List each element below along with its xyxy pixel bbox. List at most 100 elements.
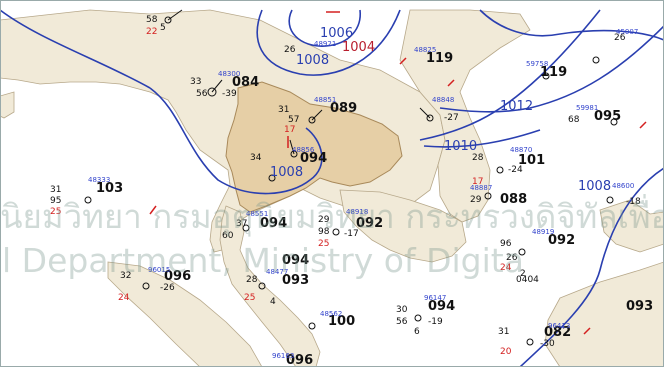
obs-value: 0404 [516, 275, 539, 285]
station-id: 48333 [88, 176, 110, 184]
pressure-value: 092 [548, 233, 575, 248]
red-mark [399, 57, 407, 65]
station-circle [164, 16, 172, 24]
obs-value: 4 [270, 297, 276, 307]
obs-value: 98 [318, 227, 330, 237]
station-id: 96147 [424, 294, 446, 302]
isobar-line [423, 129, 541, 148]
obs-value: 56 [196, 89, 208, 99]
station-id: 48562 [320, 310, 342, 318]
obs-value: 26 [284, 45, 296, 55]
obs-value: 31 [50, 185, 61, 195]
isobar-labels: 1006 1004 1008 1010 1012 1008 1008 [270, 26, 611, 194]
pressure-value: 100 [328, 314, 355, 329]
obs-value: 25 [244, 293, 255, 303]
pressure-value: 119 [540, 65, 567, 80]
obs-value: 25 [318, 239, 329, 249]
station-id: 45007 [616, 28, 638, 36]
obs-value: 96 [500, 239, 512, 249]
station-id: 48918 [346, 208, 368, 216]
station-id: 96163 [272, 352, 294, 360]
land-borneo [544, 261, 664, 367]
obs-value: 30 [396, 305, 408, 315]
station-id: 48856 [292, 146, 315, 154]
pressure-value: 119 [426, 51, 453, 66]
obs-value: 37 [236, 219, 247, 229]
station-circle [518, 248, 526, 256]
land-cambodia [339, 189, 467, 263]
isobar-label: 1008 [578, 179, 611, 194]
station-id: 59981 [576, 104, 598, 112]
obs-value: -24 [508, 165, 523, 175]
isobar-label: 1010 [444, 139, 477, 154]
station-circle [308, 322, 316, 330]
pressure-value: 084 [232, 75, 259, 90]
pressure-value: 092 [356, 216, 383, 231]
pressure-labels: 119 119 103 101 095 092 094 094 100 096 … [96, 51, 653, 367]
isobar-line [149, 87, 323, 195]
obs-value: 26 [614, 33, 626, 43]
station-id: 48870 [510, 146, 532, 154]
obs-value: 25 [50, 207, 61, 217]
isobar-line [439, 25, 664, 113]
isobar-label: 1008 [296, 53, 329, 68]
land-sumatra [107, 261, 263, 367]
isobar-label: 1012 [500, 99, 533, 114]
obs-value: 56 [396, 317, 408, 327]
land-island-west [0, 91, 15, 119]
pressure-value: 094 [260, 216, 287, 231]
pressure-value: 093 [626, 299, 653, 314]
obs-value: 95 [50, 196, 61, 206]
obs-value: 2 [520, 269, 526, 279]
red-mark [447, 79, 455, 87]
station-id: 48851 [314, 96, 336, 104]
station-circle [142, 282, 150, 290]
wind-barb [419, 107, 431, 119]
watermark-line-1: นิยมวิทยา กรมอุตุนิยมวิทยา กระทรวงดิจิทั… [0, 194, 664, 237]
obs-value: 20 [500, 347, 512, 357]
land-vietnam [399, 9, 531, 223]
land-peninsula [219, 205, 321, 367]
obs-value: 68 [568, 115, 580, 125]
station-circle [606, 196, 614, 204]
red-mark [149, 205, 157, 215]
station-circle [258, 282, 266, 290]
station-circle [207, 87, 217, 97]
station-id: 48300 [218, 70, 240, 78]
watermark-line-2: l Department, Ministry of Digita [2, 241, 524, 280]
wind-barb [211, 79, 223, 93]
station-id: 48919 [532, 228, 554, 236]
obs-value: -39 [222, 89, 237, 99]
station-ids: 48921 48825 48300 59758 48851 48856 4884… [88, 28, 638, 360]
red-mark [639, 121, 647, 129]
station-circle [610, 118, 618, 126]
station-circle [496, 166, 504, 174]
obs-value: 22 [146, 27, 157, 37]
obs-value: 28 [472, 153, 484, 163]
isobar-label: 1008 [270, 165, 303, 180]
obs-value: 31 [278, 105, 289, 115]
red-marks [149, 11, 647, 335]
isobar-line [256, 9, 401, 76]
wind-barb [289, 139, 295, 155]
red-mark [583, 327, 591, 335]
pressure-value: 101 [518, 153, 545, 168]
pressure-value: 082 [544, 325, 571, 340]
obs-value: 5 [160, 23, 166, 33]
obs-value: -18 [626, 197, 641, 207]
pressure-value: 096 [286, 353, 313, 367]
obs-value: 33 [190, 77, 201, 87]
pressure-value: 089 [330, 101, 357, 116]
wind-barb [311, 109, 323, 121]
station-circle [484, 192, 492, 200]
pressure-value: 094 [428, 299, 455, 314]
pressure-value: 088 [500, 192, 527, 207]
obs-value: 17 [472, 177, 483, 187]
pressure-value: 094 [300, 151, 327, 166]
station-id: 96015 [148, 266, 170, 274]
obs-value: 60 [222, 231, 234, 241]
station-id: 96413 [548, 322, 570, 330]
obs-value: 31 [498, 327, 509, 337]
station-circle [414, 314, 422, 322]
